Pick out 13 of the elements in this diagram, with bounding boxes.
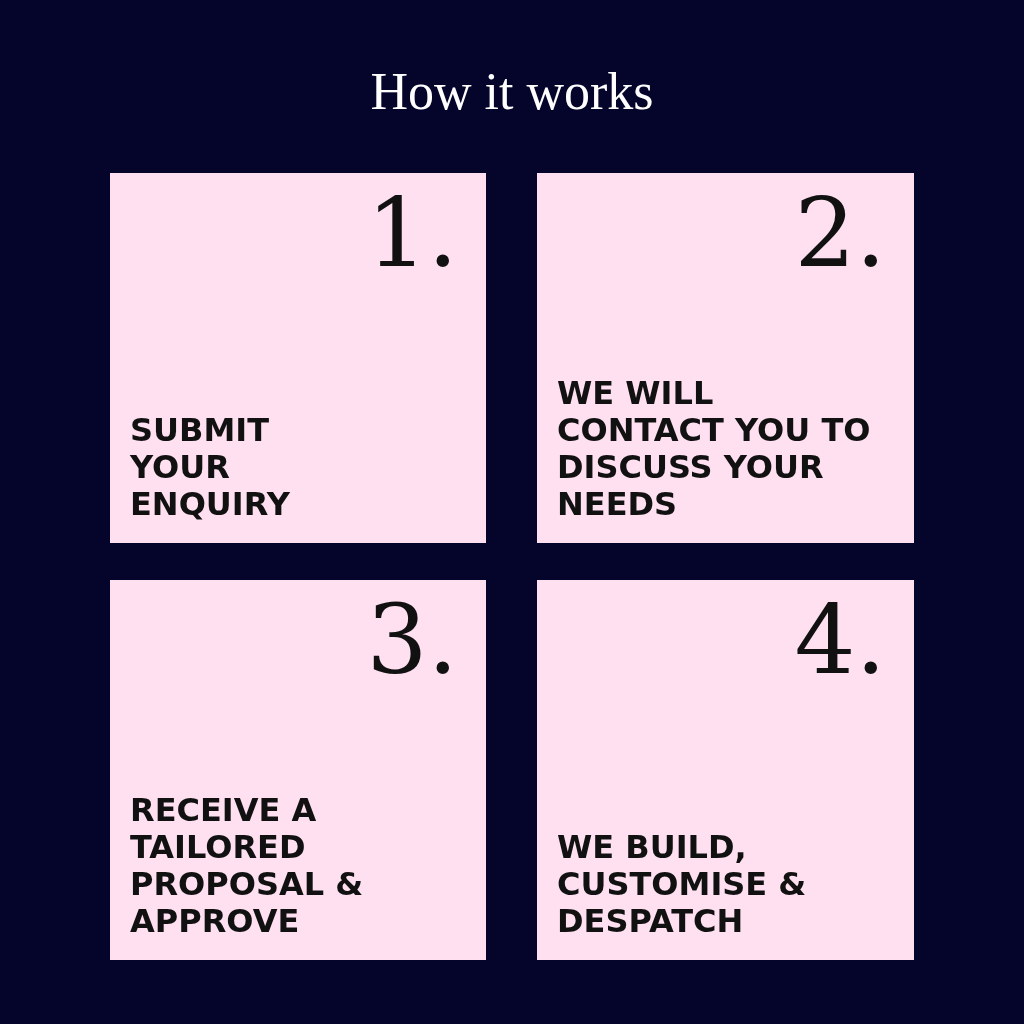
step-number: 3. [366, 588, 458, 694]
heading: How it works [369, 62, 655, 121]
step-number: 1. [366, 181, 458, 287]
step-number: 2. [794, 181, 886, 287]
step-description: WE BUILD, CUSTOMISE & DESPATCH [557, 828, 808, 940]
step-number: 4. [794, 588, 886, 694]
step-description: WE WILL CONTACT YOU TO DISCUSS YOUR NEEDS [557, 374, 872, 523]
step-description: RECEIVE A TAILORED PROPOSAL & APPROVE [130, 791, 365, 940]
step-description: SUBMIT YOUR ENQUIRY [130, 411, 291, 523]
step-card [537, 580, 914, 960]
step-card [537, 173, 914, 543]
step-card [110, 580, 486, 960]
step-card [110, 173, 486, 543]
